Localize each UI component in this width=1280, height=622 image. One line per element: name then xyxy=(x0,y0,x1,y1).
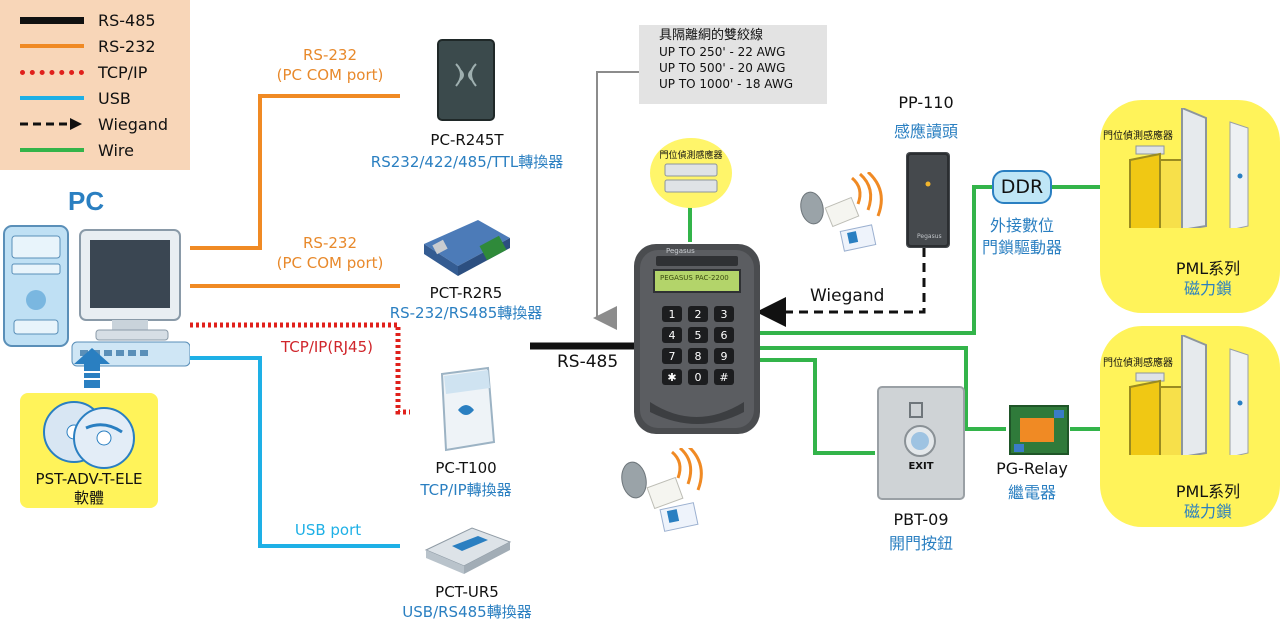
pc-title: PC xyxy=(68,186,105,216)
rs232-label-b: RS-232 xyxy=(303,234,357,252)
legend-item-rs232: RS-232 xyxy=(20,36,156,56)
converter-name-0: PC-R245T xyxy=(430,131,504,149)
rs232-sublabel-b: (PC COM port) xyxy=(276,254,384,272)
exit-button-desc: 開門按鈕 xyxy=(888,534,954,553)
software-desc: 軟體 xyxy=(73,489,105,507)
pc-icon xyxy=(3,225,190,367)
controller-brand: Pegasus xyxy=(666,247,695,255)
controller-lcd: PEGASUS PAC-2200 xyxy=(660,274,729,282)
key[interactable]: 0 xyxy=(688,369,708,385)
lock-name-1: PML系列 xyxy=(1175,259,1241,278)
converter-name-1: PCT-R2R5 xyxy=(429,284,503,302)
usb-line xyxy=(190,356,400,548)
rs232-line-a xyxy=(190,94,400,250)
reader-name: PP-110 xyxy=(898,93,954,112)
keypad: 1 2 3 4 5 6 7 8 9 ✱ 0 # xyxy=(662,306,734,385)
lock-sensor-label-1: 門位偵測感應器 xyxy=(1103,131,1173,142)
key[interactable]: 4 xyxy=(662,327,682,343)
usb-label: USB port xyxy=(294,521,362,539)
tcpip-label: TCP/IP(RJ45) xyxy=(281,338,373,356)
wire-relay xyxy=(760,346,1006,431)
door-sensor-label: 門位偵測感應器 xyxy=(659,151,723,161)
converter-desc-3: USB/RS485轉換器 xyxy=(402,603,532,621)
cable-note-arrow xyxy=(593,71,639,330)
rfid-cards-icon xyxy=(800,172,883,252)
key[interactable]: 1 xyxy=(662,306,682,322)
pp-110-reader xyxy=(906,152,950,248)
cable-note-line-3: UP TO 1000' - 18 AWG xyxy=(659,77,794,91)
exit-button-device xyxy=(877,386,965,500)
lock-desc-1: 磁力鎖 xyxy=(1183,279,1233,298)
converter-desc-1: RS-232/RS485轉換器 xyxy=(389,304,543,322)
key[interactable]: ✱ xyxy=(662,369,682,385)
cable-note-line-0: 具隔離絧的雙絞線 xyxy=(659,28,764,43)
key[interactable]: 5 xyxy=(688,327,708,343)
legend-item-usb: USB xyxy=(20,88,131,108)
cable-note-line-2: UP TO 500' - 20 AWG xyxy=(659,61,786,75)
wire-exit xyxy=(760,358,875,455)
wiegand-line xyxy=(756,248,926,327)
rs232-label-a: RS-232 xyxy=(303,46,357,64)
pc-t100-device xyxy=(440,366,496,452)
pct-r2r5-device xyxy=(424,220,510,276)
converter-desc-2: TCP/IP轉換器 xyxy=(420,481,512,499)
door-lock-icon xyxy=(1129,108,1249,228)
door-sensor-icon xyxy=(664,163,718,193)
key[interactable]: 2 xyxy=(688,306,708,322)
key[interactable]: # xyxy=(714,369,734,385)
exit-label[interactable]: EXIT xyxy=(908,461,934,472)
lock-desc-2: 磁力鎖 xyxy=(1183,502,1233,521)
pct-ur5-device xyxy=(424,527,512,574)
key[interactable]: 7 xyxy=(662,348,682,364)
wiegand-label: Wiegand xyxy=(810,286,885,306)
relay-desc: 繼電器 xyxy=(1007,483,1057,502)
upload-arrow-icon xyxy=(74,348,110,388)
ddr-desc-1: 外接數位 xyxy=(989,216,1055,235)
reader-desc: 感應讀頭 xyxy=(893,122,959,141)
converter-name-3: PCT-UR5 xyxy=(435,583,499,601)
key[interactable]: 9 xyxy=(714,348,734,364)
legend: RS-485 RS-232 TCP/IP USB Wiegand Wire xyxy=(0,0,190,170)
ddr-badge: DDR xyxy=(992,170,1052,204)
rs485-label: RS-485 xyxy=(557,352,619,372)
cable-note-line-1: UP TO 250' - 22 AWG xyxy=(659,45,786,59)
wire-ddr xyxy=(760,185,992,335)
key[interactable]: 3 xyxy=(714,306,734,322)
key[interactable]: 6 xyxy=(714,327,734,343)
converter-desc-0: RS232/422/485/TTL轉換器 xyxy=(370,153,564,171)
reader-brand: Pegasus xyxy=(917,233,942,240)
legend-item-wire: Wire xyxy=(20,140,134,160)
rs232-sublabel-a: (PC COM port) xyxy=(276,66,384,84)
rfid-cards-icon xyxy=(621,448,703,532)
legend-item-wiegand: Wiegand xyxy=(20,114,168,134)
pg-relay-device xyxy=(1009,405,1069,455)
cable-note: 具隔離絧的雙絞線 UP TO 250' - 22 AWG UP TO 500' … xyxy=(639,25,827,104)
software-name: PST-ADV-T-ELE xyxy=(35,470,143,488)
key[interactable]: 8 xyxy=(688,348,708,364)
converter-name-2: PC-T100 xyxy=(435,459,497,477)
pc-r245t-device xyxy=(437,39,495,121)
cd-icon xyxy=(43,401,135,469)
legend-item-tcpip: TCP/IP xyxy=(20,62,147,82)
door-lock-icon xyxy=(1129,335,1249,455)
ddr-desc-2: 門鎖驅動器 xyxy=(981,238,1063,257)
tcpip-line xyxy=(190,322,410,415)
legend-item-rs485: RS-485 xyxy=(20,10,156,30)
dashed-arrow-icon xyxy=(20,118,82,130)
lock-name-2: PML系列 xyxy=(1175,482,1241,501)
relay-name: PG-Relay xyxy=(996,459,1068,478)
lock-sensor-label-2: 門位偵測感應器 xyxy=(1103,358,1173,369)
exit-button-name: PBT-09 xyxy=(893,510,949,529)
